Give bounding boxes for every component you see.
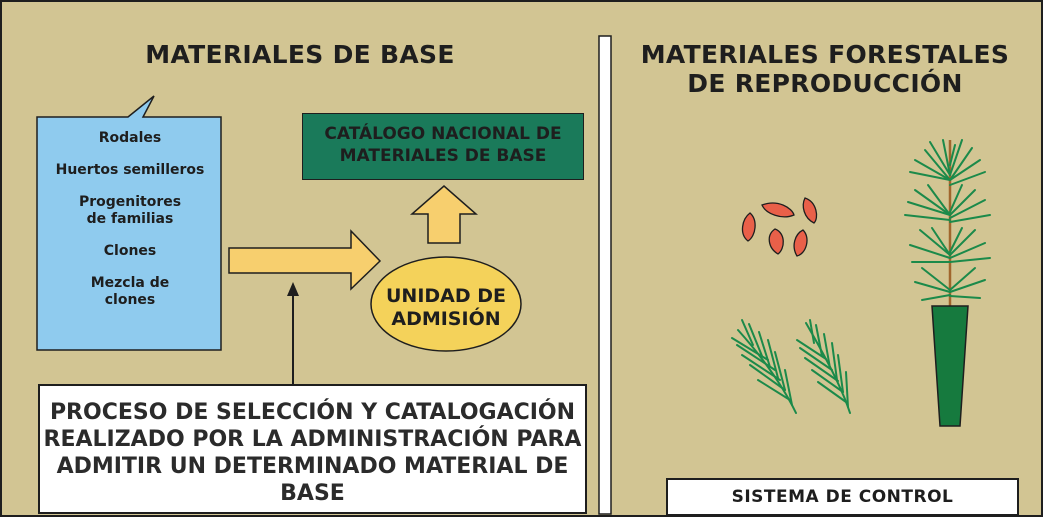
control-system-box: SISTEMA DE CONTROL xyxy=(666,478,1019,516)
pine-sprig-icon xyxy=(796,319,851,414)
list-item: Clones xyxy=(103,243,157,259)
base-material-list: Rodales Huertos semilleros Progenitores … xyxy=(40,130,220,324)
seeds-icon xyxy=(741,197,818,257)
right-section-title: MATERIALES FORESTALES DE REPRODUCCIÓN xyxy=(640,40,1010,98)
seedling-in-pot-icon xyxy=(904,139,991,427)
section-divider xyxy=(598,35,612,515)
pine-sprig-icon xyxy=(731,319,797,414)
list-item: Huertos semilleros xyxy=(55,162,205,178)
up-arrow xyxy=(410,185,478,244)
admission-unit-ellipse xyxy=(370,256,522,352)
right-arrow xyxy=(228,229,382,291)
national-catalog-box: CATÁLOGO NACIONAL DE MATERIALES DE BASE xyxy=(302,113,584,180)
selection-process-box: PROCESO DE SELECCIÓN Y CATALOGACIÓN REAL… xyxy=(38,384,587,514)
list-item: Rodales xyxy=(98,130,162,146)
callout-bubble xyxy=(36,95,222,351)
left-section-title: MATERIALES DE BASE xyxy=(145,40,455,69)
list-item: Mezcla de clones xyxy=(90,275,170,308)
thin-up-arrow xyxy=(287,282,299,296)
list-item: Progenitores de familias xyxy=(78,194,182,227)
admission-unit-label: UNIDAD DE ADMISIÓN xyxy=(385,285,506,330)
